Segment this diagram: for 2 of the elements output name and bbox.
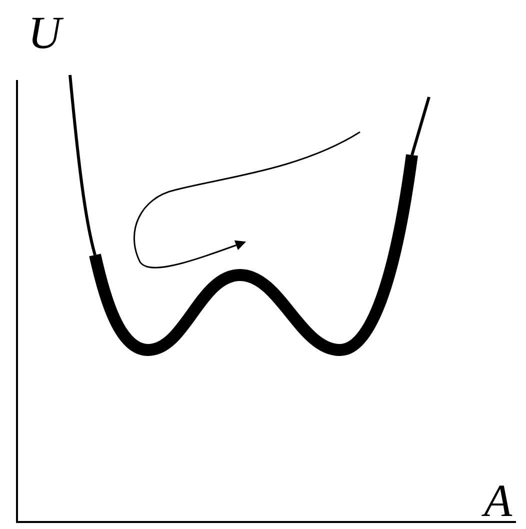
- axis-label: U: [28, 10, 62, 56]
- axis-label: A: [484, 478, 512, 524]
